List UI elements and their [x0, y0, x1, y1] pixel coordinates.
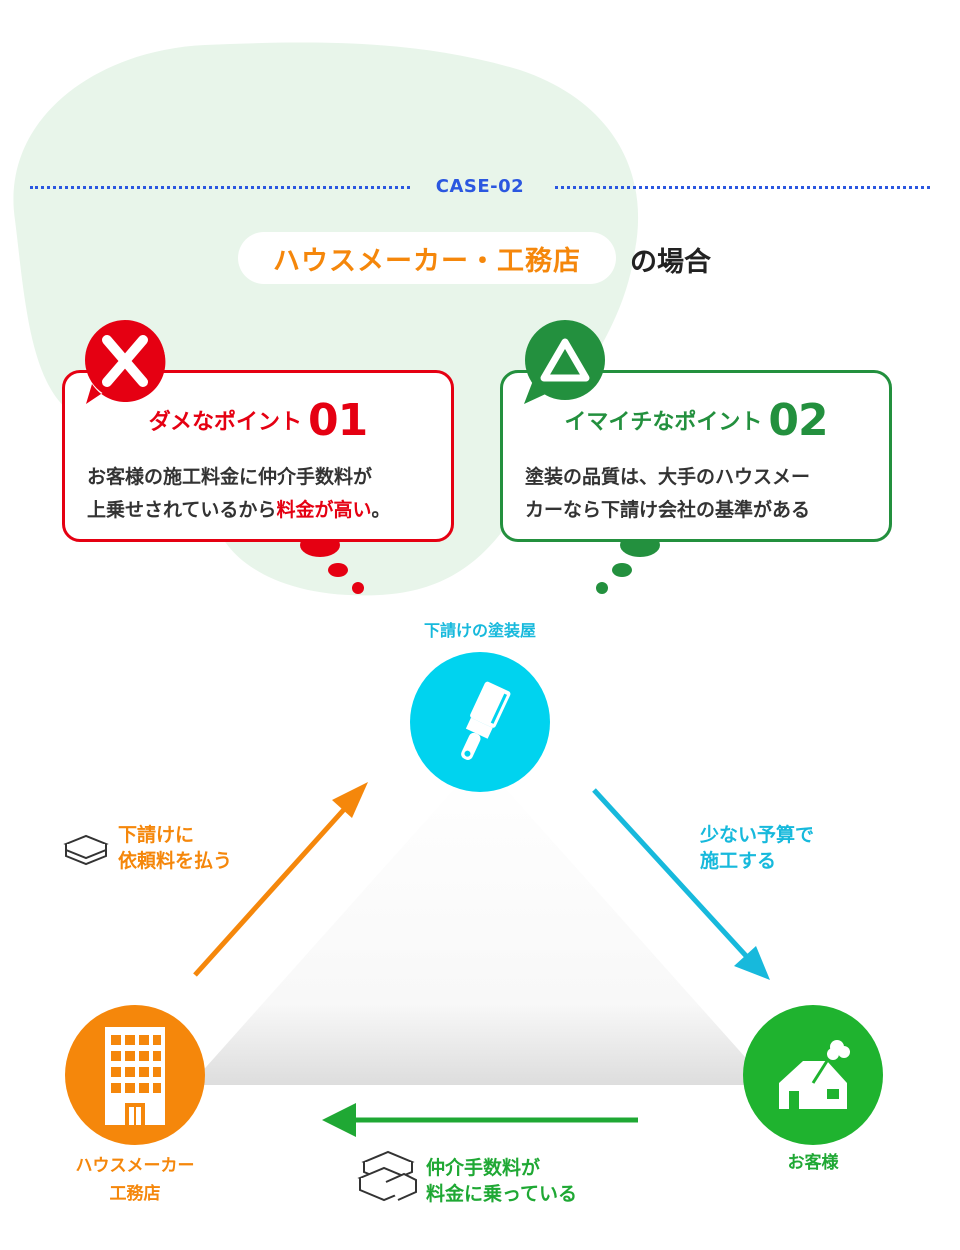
building-icon — [105, 1027, 165, 1125]
flow-right-to-left-line2: 料金に乗っている — [426, 1183, 578, 1205]
flow-left-to-top-line1: 下請けに — [118, 824, 195, 846]
triangle-icon — [524, 320, 605, 404]
node-painter — [410, 652, 550, 792]
node-top-label: 下請けの塗装屋 — [423, 621, 536, 640]
flow-left-to-top-line2: 依頼料を払う — [118, 850, 233, 872]
flow-left-to-top-label: 下請けに 依頼料を払う — [118, 822, 232, 874]
title-highlight: ハウスメーカー・工務店 — [238, 232, 616, 284]
node-left-label-line1: ハウスメーカー — [75, 1156, 195, 1176]
flow-right-to-left-line1: 仲介手数料が — [426, 1157, 541, 1179]
bad-point-text: お客様の施工料金に仲介手数料が 上乗せされているから料金が高い。 — [87, 461, 441, 527]
bad-point-text-line2: 上乗せされているから料金が高い。 — [87, 494, 441, 527]
mediocre-point-text-line2: カーなら下請け会社の基準がある — [525, 499, 811, 521]
house-icon — [779, 1040, 850, 1109]
node-customer — [743, 1005, 883, 1145]
dotted-line-right — [555, 186, 930, 189]
node-left-label-line2: 工務店 — [109, 1184, 161, 1204]
flow-top-to-right-label: 少ない予算で 施工する — [700, 822, 814, 874]
bad-point-heading-text: ダメなポイント — [148, 410, 303, 435]
mediocre-point-text-line1: 塗装の品質は、大手のハウスメー — [525, 466, 811, 488]
node-house-maker — [65, 1005, 205, 1145]
bad-point-number: 01 — [308, 395, 368, 446]
title-suffix: の場合 — [630, 247, 711, 278]
money-stack-icon — [63, 834, 109, 866]
node-right-label: お客様 — [787, 1153, 839, 1173]
bad-point-text-line1: お客様の施工料金に仲介手数料が — [87, 466, 373, 488]
bad-point-highlight: 料金が高い — [276, 499, 372, 521]
mediocre-point-text: 塗装の品質は、大手のハウスメー カーなら下請け会社の基準がある — [525, 461, 879, 527]
arrow-left-to-top — [193, 782, 368, 977]
x-mark-icon — [85, 320, 166, 404]
arrow-top-to-right — [592, 788, 770, 980]
mediocre-point-heading-text: イマイチなポイント — [564, 410, 763, 435]
flow-top-to-right-line1: 少ない予算で — [700, 824, 815, 846]
case-label: CASE-02 — [435, 176, 525, 197]
bad-point-text-plain: 上乗せされているから — [87, 499, 277, 521]
flow-right-to-left-label: 仲介手数料が 料金に乗っている — [426, 1155, 577, 1207]
dotted-line-left — [30, 186, 410, 189]
bad-point-text-end: 。 — [371, 499, 391, 521]
flow-top-to-right-line2: 施工する — [700, 850, 777, 872]
money-stack-icon — [357, 1150, 417, 1202]
mediocre-point-number: 02 — [768, 395, 828, 446]
node-left-label: ハウスメーカー 工務店 — [45, 1152, 225, 1208]
paint-brush-icon — [461, 681, 511, 760]
arrow-right-to-left — [322, 1103, 638, 1137]
